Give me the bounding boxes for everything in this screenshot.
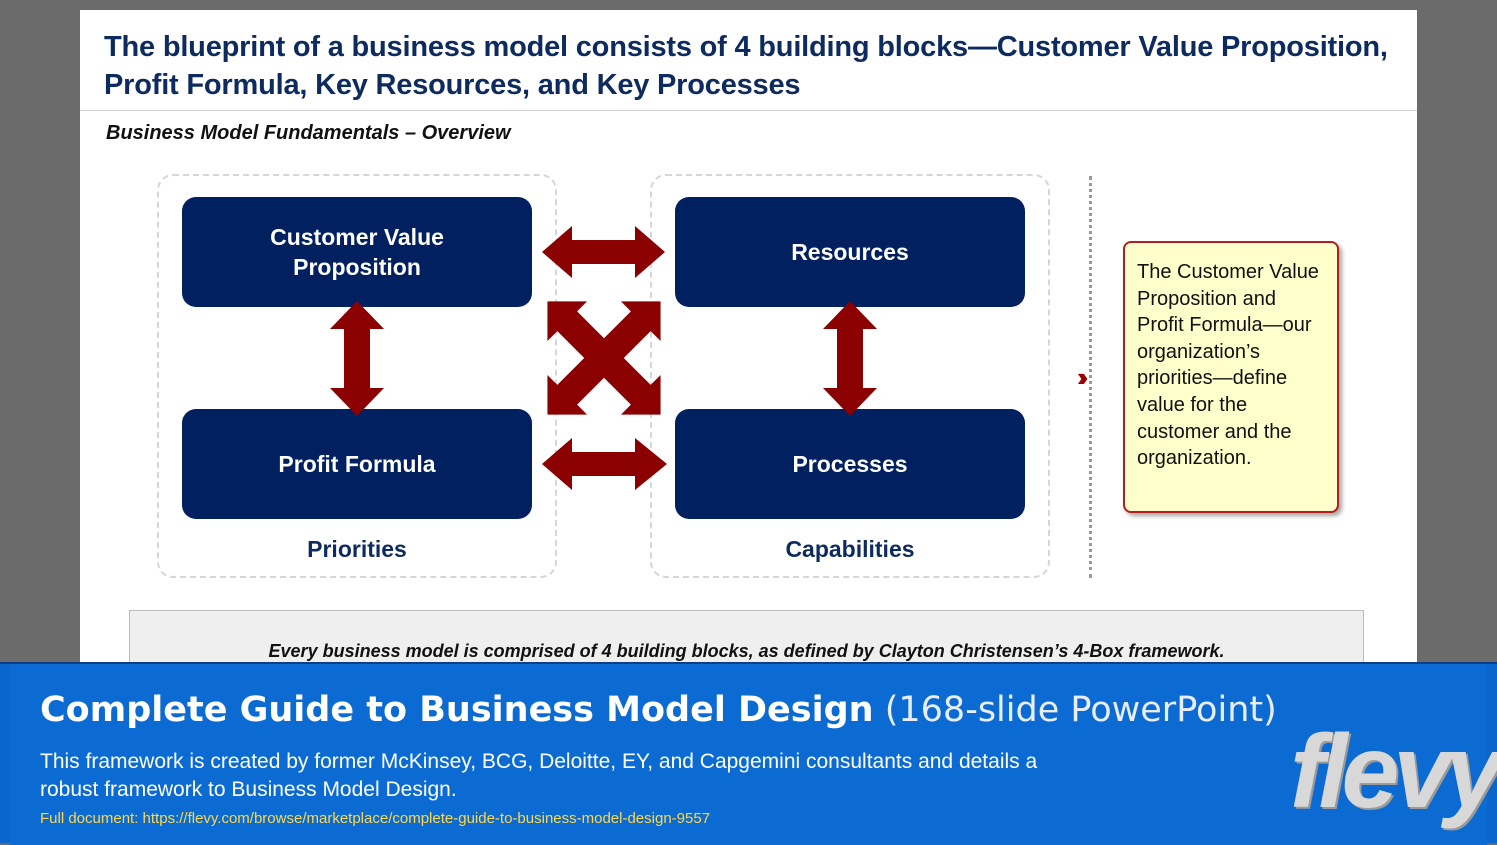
bottom-note-text: Every business model is comprised of 4 b… [268, 641, 1225, 661]
priorities-label: Priorities [307, 536, 407, 562]
arrow-diagonal-2 [547, 301, 661, 415]
banner-title: Complete Guide to Business Model Design … [40, 690, 1277, 730]
arrow-right-vertical [823, 301, 877, 416]
customer-value-line2: Proposition [293, 254, 421, 280]
capabilities-label: Capabilities [785, 536, 915, 562]
double-chevron-icon: ›› [1077, 362, 1089, 392]
resources-label: Resources [791, 239, 909, 265]
processes-block: Processes [675, 409, 1025, 519]
resources-block: Resources [675, 197, 1025, 307]
banner-description: This framework is created by former McKi… [40, 750, 1038, 801]
slide: The blueprint of a business model consis… [80, 10, 1417, 670]
arrow-bottom-horizontal [542, 438, 667, 490]
slide-title: The blueprint of a business model consis… [104, 31, 1388, 101]
profit-formula-label: Profit Formula [278, 451, 436, 477]
profit-formula-block: Profit Formula [182, 409, 532, 519]
banner-panel: Complete Guide to Business Model Design … [10, 664, 1497, 845]
title-divider [80, 110, 1417, 111]
slide-subtitle: Business Model Fundamentals – Overview [106, 122, 511, 144]
customer-value-line1: Customer Value [270, 224, 444, 250]
relationship-arrows [330, 226, 877, 490]
vertical-divider [1089, 176, 1092, 578]
priorities-group [157, 174, 557, 578]
callout-box: The Customer Value Proposition and Profi… [1123, 241, 1339, 513]
arrow-top-horizontal [542, 226, 665, 278]
customer-value-proposition-block: Customer Value Proposition [182, 197, 532, 307]
banner-title-main: Complete Guide to Business Model Design [40, 690, 874, 730]
bottom-note-box: Every business model is comprised of 4 b… [129, 610, 1364, 670]
capabilities-group [650, 174, 1050, 578]
processes-label: Processes [792, 451, 908, 477]
arrow-left-vertical [330, 301, 384, 416]
document-link[interactable]: Full document: https://flevy.com/browse/… [40, 810, 711, 827]
promo-banner: Complete Guide to Business Model Design … [0, 662, 1497, 845]
flevy-logo[interactable]: flevy [1290, 714, 1497, 830]
banner-title-suffix: (168-slide PowerPoint) [884, 690, 1277, 730]
